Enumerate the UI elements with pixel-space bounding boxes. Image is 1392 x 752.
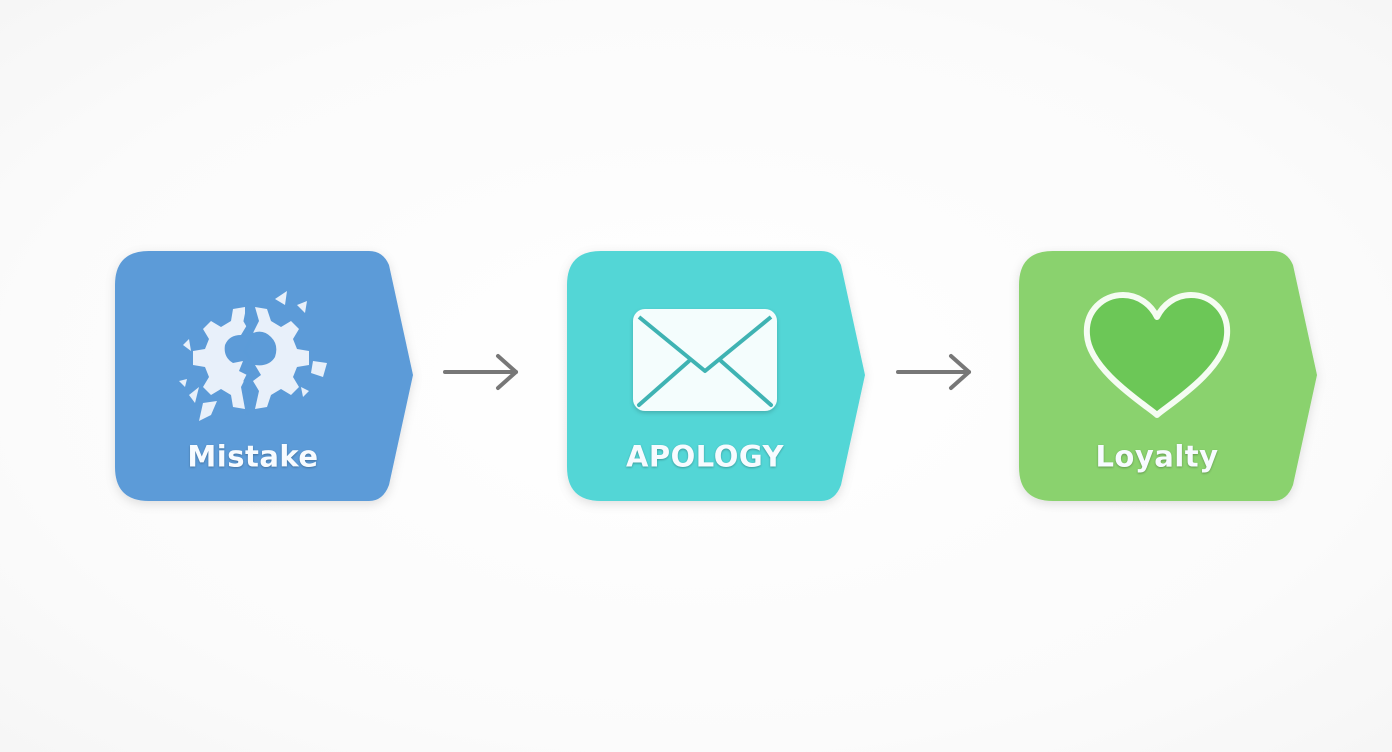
- step-loyalty: Loyalty: [1019, 251, 1317, 501]
- step-apology-label: APOLOGY: [625, 439, 785, 474]
- step-apology: APOLOGY: [567, 251, 865, 501]
- envelope-icon: [633, 309, 777, 411]
- step-mistake-label: Mistake: [187, 439, 319, 474]
- broken-gear-icon: [179, 291, 327, 421]
- right-arrow-icon: [896, 354, 971, 390]
- step-loyalty-label: Loyalty: [1095, 439, 1219, 474]
- heart-icon: [1083, 292, 1231, 418]
- right-arrow-icon: [443, 354, 518, 390]
- step-mistake: Mistake: [115, 251, 413, 501]
